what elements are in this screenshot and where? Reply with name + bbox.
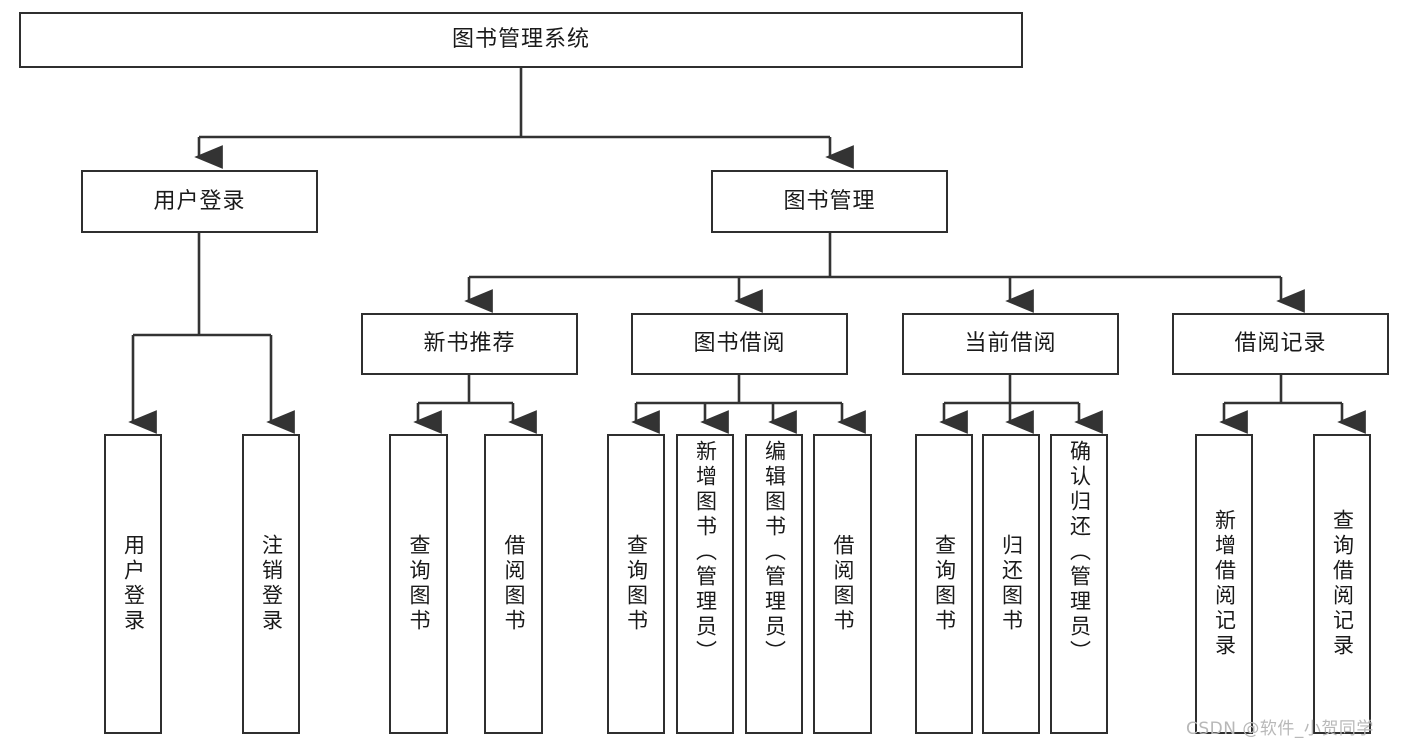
leaf-borrow-record-add-record[interactable]: 新增借阅记录	[1195, 434, 1253, 734]
node-new-book-recommend[interactable]: 新书推荐	[361, 313, 578, 375]
node-label: 归还图书	[999, 534, 1024, 634]
leaf-new-book-query-book[interactable]: 查询图书	[389, 434, 448, 734]
csdn-watermark: CSDN @软件_小贺同学	[1186, 719, 1374, 739]
node-label: 用户登录	[153, 188, 246, 214]
leaf-current-borrow-return-book[interactable]: 归还图书	[982, 434, 1040, 734]
node-label: 新增图书（管理员）	[693, 440, 718, 665]
leaf-new-book-borrow-book[interactable]: 借阅图书	[484, 434, 543, 734]
leaf-current-borrow-confirm-return[interactable]: 确认归还（管理员）	[1050, 434, 1108, 734]
node-label: 查询图书	[407, 534, 431, 634]
leaf-book-borrow-add-book[interactable]: 新增图书（管理员）	[676, 434, 734, 734]
node-label: 借阅图书	[831, 534, 855, 634]
node-label: 注销登录	[259, 534, 284, 634]
node-label: 新增借阅记录	[1212, 509, 1237, 659]
node-label: 编辑图书（管理员）	[762, 440, 787, 665]
node-book-borrow[interactable]: 图书借阅	[631, 313, 848, 375]
node-label: 查询图书	[932, 534, 957, 634]
node-book-management[interactable]: 图书管理	[711, 170, 948, 233]
leaf-book-borrow-query-book[interactable]: 查询图书	[607, 434, 665, 734]
node-label: 用户登录	[121, 534, 146, 634]
node-label: 当前借阅	[964, 331, 1057, 357]
node-label: 借阅记录	[1234, 331, 1327, 357]
node-label: 确认归还（管理员）	[1067, 440, 1092, 665]
node-root-book-management-system[interactable]: 图书管理系统	[19, 12, 1023, 68]
leaf-book-borrow-edit-book[interactable]: 编辑图书（管理员）	[745, 434, 803, 734]
node-user-login[interactable]: 用户登录	[81, 170, 318, 233]
leaf-user-login-login[interactable]: 用户登录	[104, 434, 162, 734]
node-label: 查询借阅记录	[1330, 509, 1355, 659]
leaf-borrow-record-query-record[interactable]: 查询借阅记录	[1313, 434, 1371, 734]
node-label: 借阅图书	[502, 534, 526, 634]
leaf-book-borrow-borrow-book[interactable]: 借阅图书	[813, 434, 872, 734]
node-label: 新书推荐	[423, 331, 516, 357]
node-label: 图书管理系统	[451, 27, 590, 53]
node-current-borrow[interactable]: 当前借阅	[902, 313, 1119, 375]
node-label: 查询图书	[624, 534, 649, 634]
leaf-current-borrow-query-book[interactable]: 查询图书	[915, 434, 973, 734]
node-label: 图书管理	[783, 188, 876, 214]
node-label: 图书借阅	[693, 331, 786, 357]
node-borrow-record[interactable]: 借阅记录	[1172, 313, 1389, 375]
leaf-user-login-logout[interactable]: 注销登录	[242, 434, 300, 734]
